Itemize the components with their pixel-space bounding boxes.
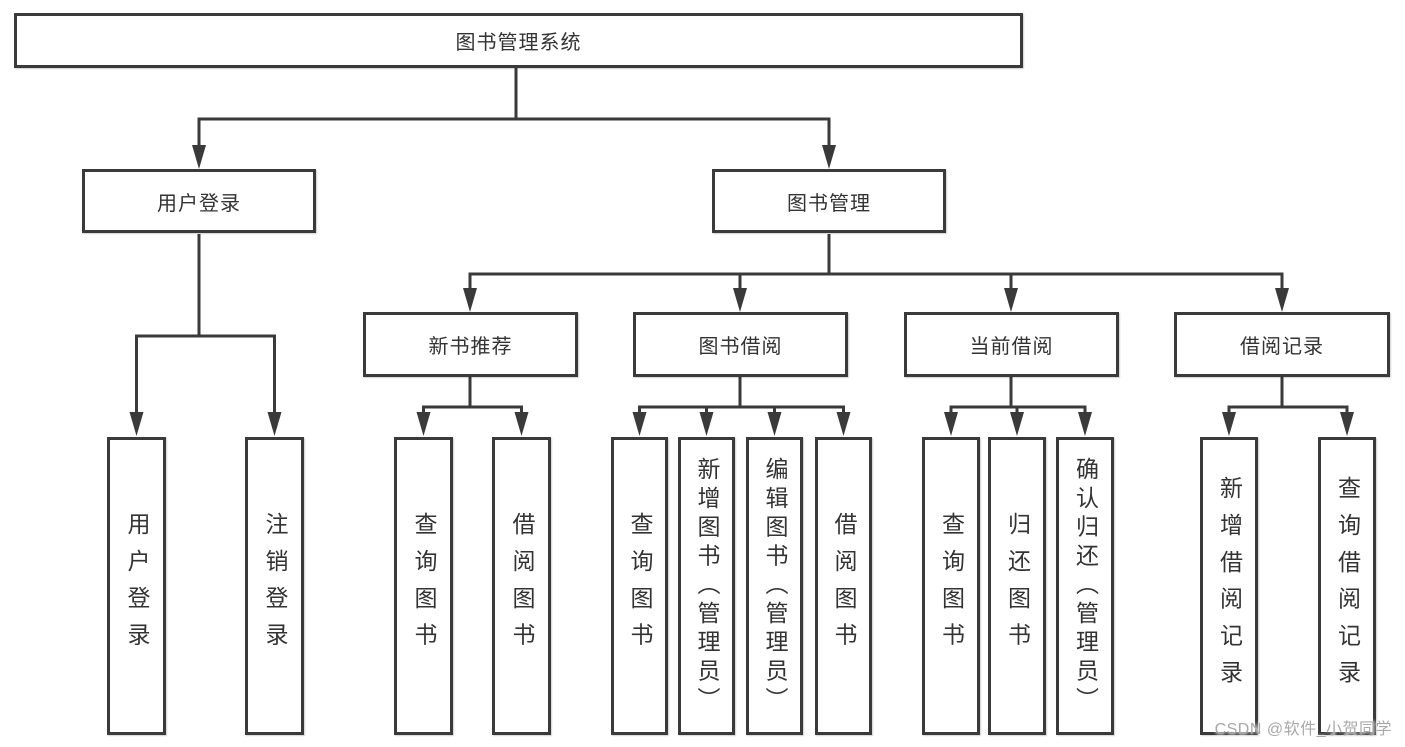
- node-borrowing-records: 借阅记录: [1174, 312, 1390, 377]
- leaf-add-borrow-record: 新增借阅记录: [1200, 437, 1258, 735]
- leaf-add-books-admin: 新增图书（管理员）: [678, 437, 735, 735]
- csdn-watermark: CSDN @软件_小贺同学: [1214, 721, 1392, 738]
- node-label: 查询图书: [627, 512, 653, 660]
- node-label: 用户登录: [124, 512, 150, 660]
- node-label: 查询图书: [411, 512, 437, 660]
- node-label: 编辑图书（管理员）: [762, 456, 788, 716]
- node-label: 新增借阅记录: [1216, 475, 1243, 697]
- leaf-query-borrow-record: 查询借阅记录: [1318, 437, 1376, 735]
- node-label: 查询借阅记录: [1334, 475, 1361, 697]
- node-book-borrowing: 图书借阅: [633, 312, 848, 377]
- leaf-edit-books-admin: 编辑图书（管理员）: [746, 437, 803, 735]
- leaf-return-books: 归还图书: [988, 437, 1046, 735]
- leaf-borrow-books: 借阅图书: [815, 437, 872, 735]
- node-current-borrowing: 当前借阅: [904, 312, 1119, 377]
- node-label: 图书管理: [787, 192, 871, 215]
- node-label: 用户登录: [157, 192, 241, 215]
- node-new-book-recommend: 新书推荐: [363, 312, 578, 377]
- node-label: 注销登录: [262, 512, 288, 660]
- node-label: 图书管理系统: [455, 32, 582, 54]
- leaf-query-books-borrow: 查询图书: [611, 437, 668, 735]
- node-book-management: 图书管理: [712, 169, 946, 233]
- node-library-system: 图书管理系统: [14, 13, 1023, 68]
- node-label: 确认归还（管理员）: [1072, 456, 1099, 716]
- leaf-user-login: 用户登录: [107, 437, 166, 735]
- node-label: 归还图书: [1004, 512, 1031, 660]
- leaf-query-books-current: 查询图书: [922, 437, 980, 735]
- leaf-logout: 注销登录: [245, 437, 304, 735]
- node-user-login: 用户登录: [82, 169, 316, 233]
- node-label: 借阅图书: [509, 512, 535, 660]
- leaf-confirm-return-admin: 确认归还（管理员）: [1056, 437, 1114, 735]
- node-label: 当前借阅: [969, 336, 1054, 358]
- node-label: 借阅记录: [1240, 336, 1324, 358]
- node-label: 查询图书: [938, 512, 965, 660]
- node-label: 新增图书（管理员）: [694, 456, 720, 716]
- node-label: 图书借阅: [698, 336, 783, 358]
- leaf-borrow-books-recommend: 借阅图书: [492, 437, 551, 735]
- leaf-query-books-recommend: 查询图书: [394, 437, 453, 735]
- node-label: 借阅图书: [831, 512, 857, 660]
- node-label: 新书推荐: [428, 336, 513, 358]
